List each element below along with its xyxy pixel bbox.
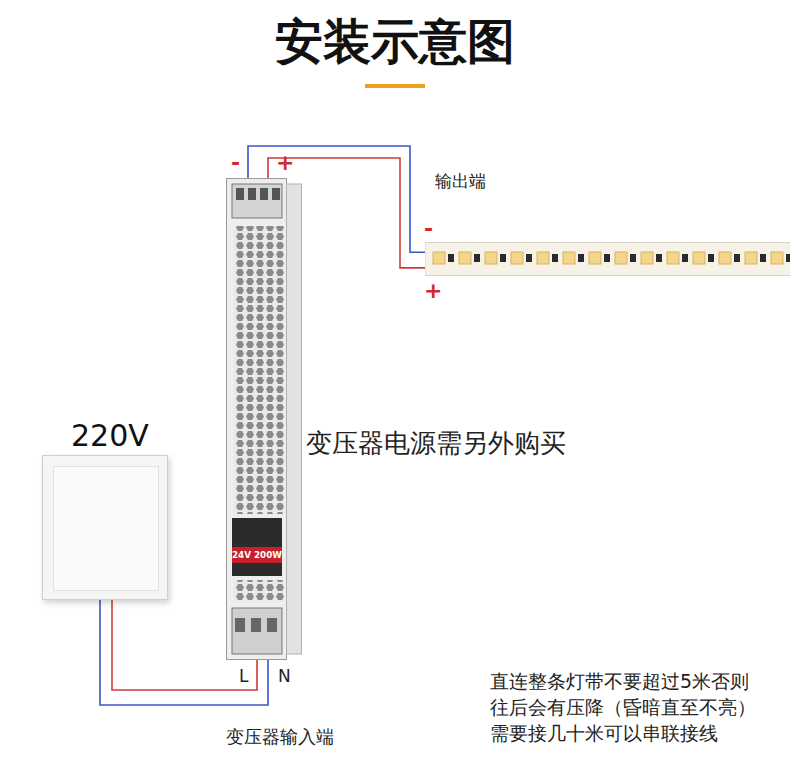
resistor xyxy=(448,254,454,262)
terminal-polarity: + xyxy=(276,150,294,176)
sticker-band xyxy=(232,547,282,563)
spec-label: 24V 200W xyxy=(232,547,282,563)
terminal-screw xyxy=(235,618,245,632)
resistor xyxy=(578,254,584,262)
resistor xyxy=(786,254,790,262)
purchase-note: 变压器电源需另外购买 xyxy=(306,428,566,458)
led-chip xyxy=(485,252,497,264)
resistor xyxy=(708,254,714,262)
led-chip xyxy=(719,252,731,264)
resistor xyxy=(604,254,610,262)
terminal-polarity: - xyxy=(424,216,433,242)
psu-side xyxy=(287,184,302,654)
usage-note: 直连整条灯带不要超过5米否则 往后会有压降（昏暗直至不亮） 需要接几十米可以串联… xyxy=(490,668,782,746)
resistor xyxy=(474,254,480,262)
led-chip xyxy=(589,252,601,264)
switch-rocker xyxy=(53,466,159,591)
voltage-heading: 220V xyxy=(71,418,149,454)
led-chip xyxy=(563,252,575,264)
wall-switch: 220V xyxy=(42,455,168,600)
strip-tape xyxy=(425,243,790,276)
psu-body xyxy=(226,178,302,660)
resistor xyxy=(526,254,532,262)
led-chip xyxy=(745,252,757,264)
led-chip xyxy=(433,252,445,264)
led-chip xyxy=(537,252,549,264)
led-strip: 输出端 xyxy=(425,242,790,276)
led-chip xyxy=(615,252,627,264)
power-supply: 24V 200W xyxy=(226,178,302,660)
terminal-screw xyxy=(236,188,244,200)
terminal-polarity: - xyxy=(231,150,240,176)
resistor xyxy=(630,254,636,262)
input-terminal xyxy=(232,608,282,654)
resistor xyxy=(734,254,740,262)
terminal-screw xyxy=(267,618,277,632)
input-caption: 变压器输入端 xyxy=(226,726,334,748)
vent-holes xyxy=(234,226,284,514)
resistor xyxy=(682,254,688,262)
led-chip xyxy=(693,252,705,264)
title-underline xyxy=(365,84,425,88)
terminal-screw xyxy=(248,188,256,200)
wire-label: N xyxy=(278,666,291,687)
terminal-polarity: + xyxy=(424,278,442,304)
terminal-screw xyxy=(251,618,261,632)
diagram-title: 安装示意图 xyxy=(0,10,790,74)
output-heading: 输出端 xyxy=(435,170,486,193)
output-terminal xyxy=(232,184,282,218)
resistor xyxy=(500,254,506,262)
led-chip xyxy=(771,252,783,264)
wire-label: L xyxy=(239,666,248,687)
led-chip xyxy=(459,252,471,264)
psu-sticker xyxy=(232,518,282,576)
led-chip xyxy=(667,252,679,264)
strip-body xyxy=(425,242,790,276)
vent-holes xyxy=(234,580,284,602)
terminal-screw xyxy=(260,188,268,200)
resistor xyxy=(656,254,662,262)
resistor xyxy=(552,254,558,262)
led-chip xyxy=(511,252,523,264)
led-chip xyxy=(641,252,653,264)
terminal-screw xyxy=(272,188,280,200)
psu-front xyxy=(227,179,287,660)
resistor xyxy=(760,254,766,262)
